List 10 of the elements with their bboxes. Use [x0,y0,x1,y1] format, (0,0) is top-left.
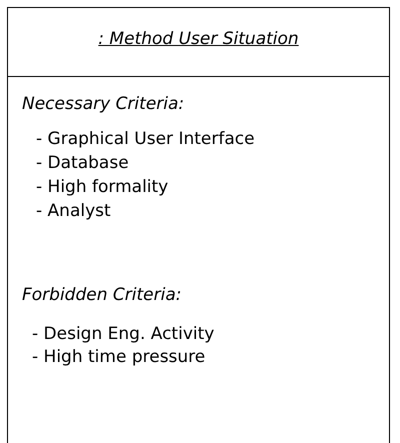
section-heading: Forbidden Criteria: [22,285,182,305]
list-item: - Graphical User Interface [36,129,255,149]
list-item: - Database [36,153,129,173]
list-item: - Analyst [36,201,111,221]
list-item: - High time pressure [32,347,206,367]
list-item: - Design Eng. Activity [32,324,214,344]
object-box [7,7,390,443]
list-item: - High formality [36,177,168,197]
object-name: : Method User Situation [98,29,299,49]
section-heading: Necessary Criteria: [22,94,184,114]
